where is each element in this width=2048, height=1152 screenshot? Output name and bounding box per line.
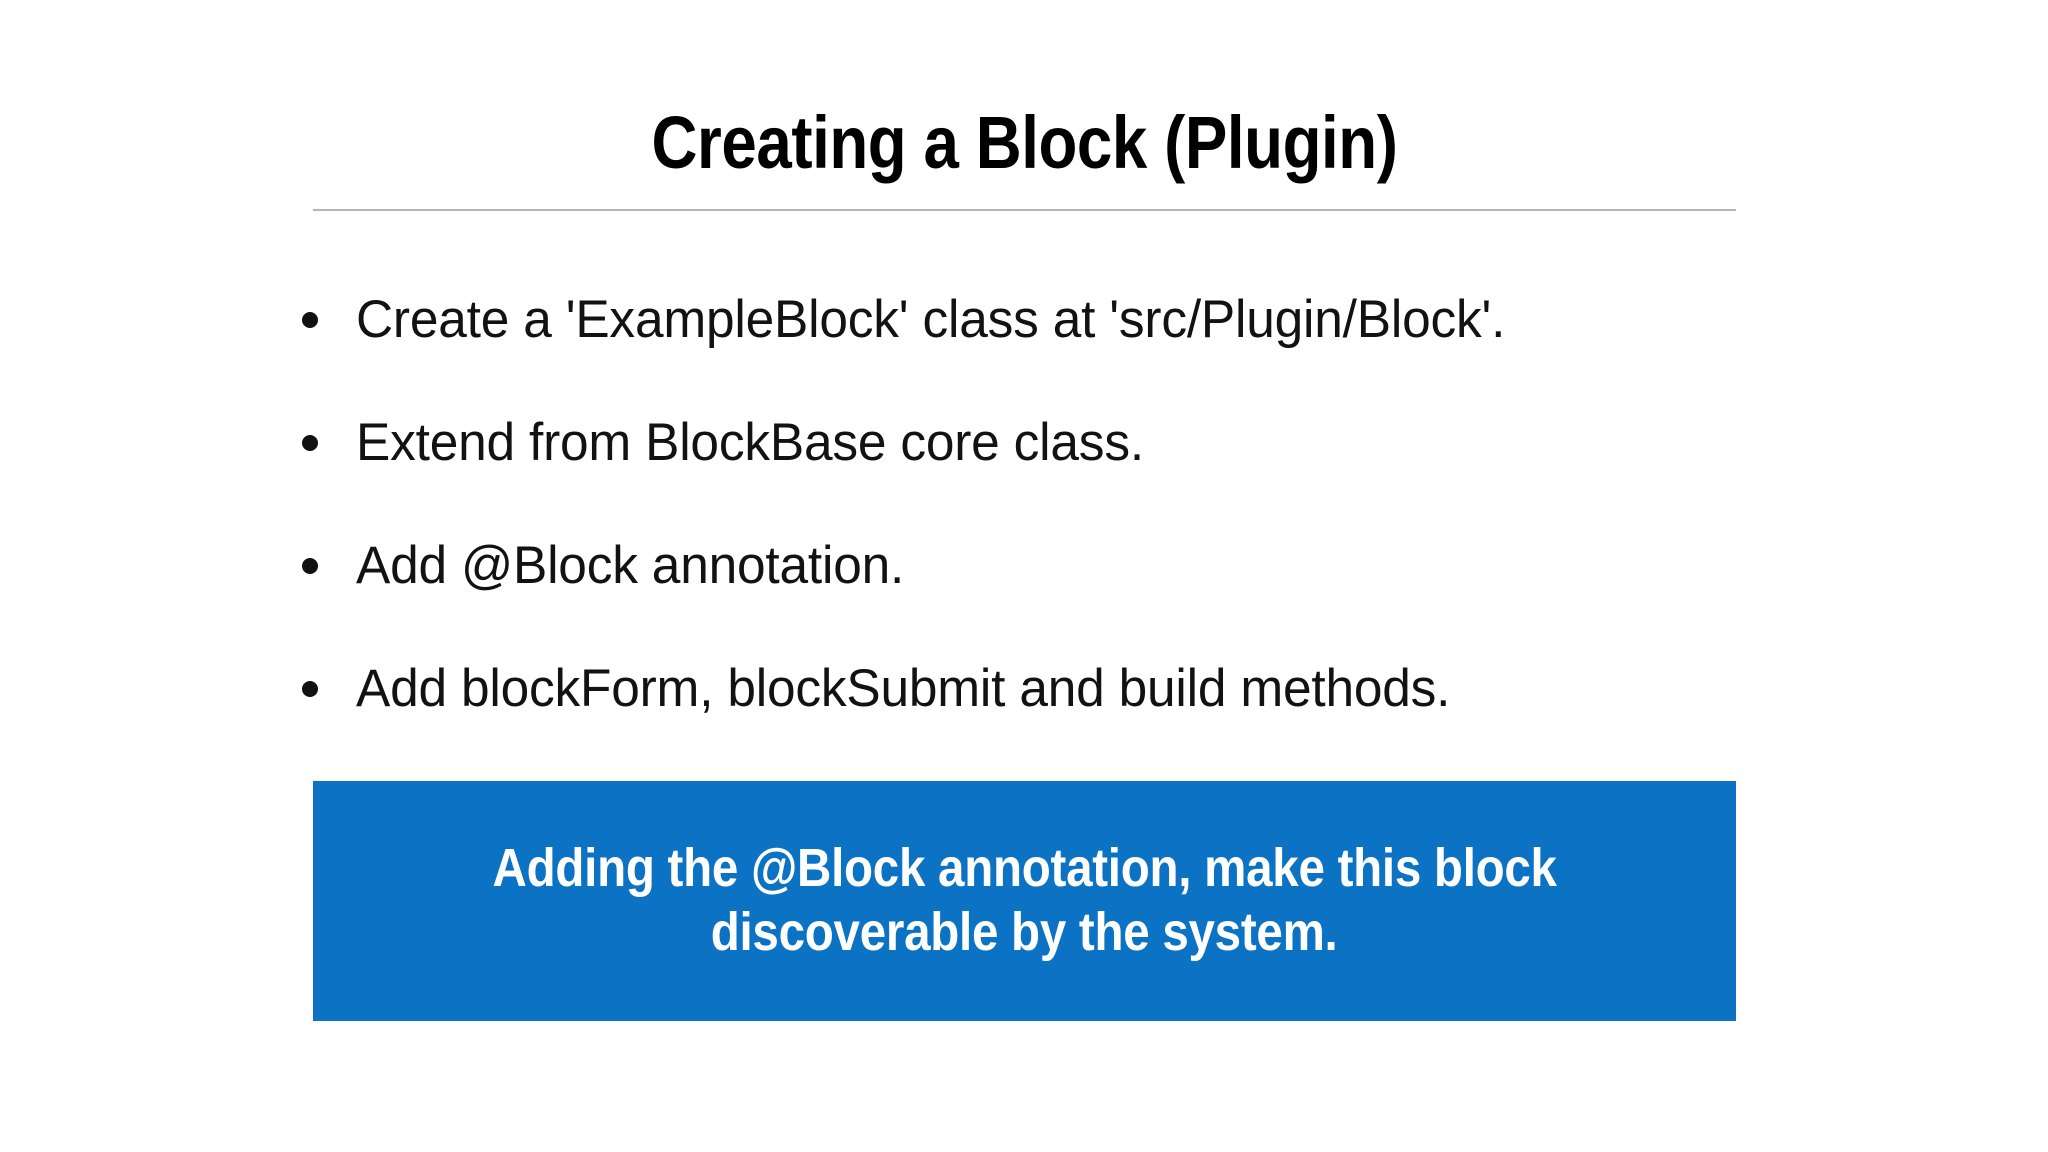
bullet-dot-icon (302, 434, 318, 451)
bullet-list: Create a 'ExampleBlock' class at 'src/Pl… (300, 258, 1760, 750)
callout-line-1: Adding the @Block annotation, make this … (492, 838, 1557, 899)
page-title: Creating a Block (Plugin) (651, 100, 1398, 184)
bullet-dot-icon (302, 557, 318, 574)
list-item: Add blockForm, blockSubmit and build met… (300, 627, 1760, 750)
bullet-dot-icon (302, 311, 318, 328)
callout-box: Adding the @Block annotation, make this … (313, 781, 1736, 1021)
list-item: Extend from BlockBase core class. (300, 381, 1760, 504)
list-item-label: Create a 'ExampleBlock' class at 'src/Pl… (356, 289, 1506, 349)
callout-line-2: discoverable by the system. (711, 902, 1338, 962)
list-item-label: Extend from BlockBase core class. (356, 412, 1144, 472)
list-item-label: Add @Block annotation. (356, 535, 905, 595)
title-divider (313, 209, 1736, 211)
list-item: Create a 'ExampleBlock' class at 'src/Pl… (300, 258, 1760, 381)
bullet-dot-icon (302, 680, 318, 697)
list-item-label: Add blockForm, blockSubmit and build met… (356, 658, 1451, 718)
list-item: Add @Block annotation. (300, 504, 1760, 627)
